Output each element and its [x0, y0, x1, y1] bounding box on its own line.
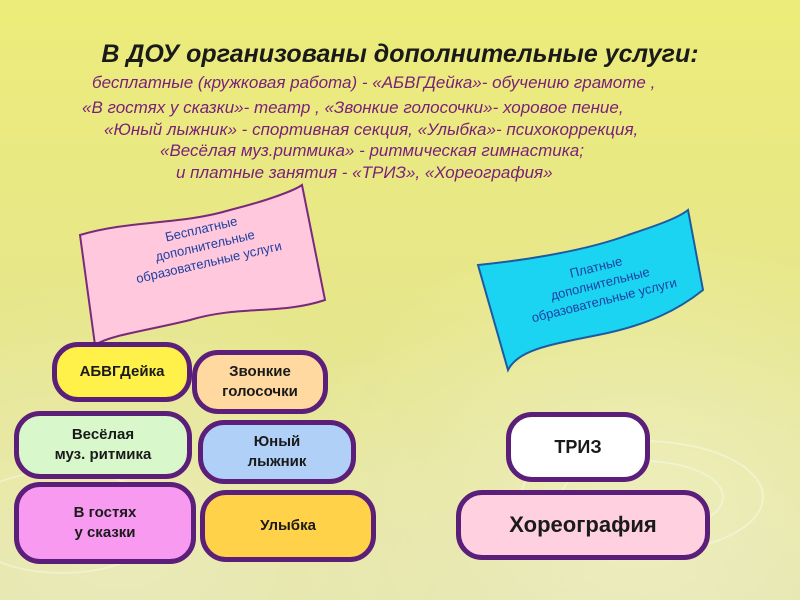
intro-line-5: и платные занятия - «ТРИЗ», «Хореография…	[176, 163, 553, 182]
service-label: В гостях у сказки	[73, 504, 137, 541]
service-ulybka[interactable]: Улыбка	[200, 490, 376, 562]
service-label: Юный лыжник	[247, 433, 307, 470]
service-veselaya-muz-ritmika[interactable]: Весёлая муз. ритмика	[14, 411, 192, 479]
service-label: ТРИЗ	[554, 437, 602, 457]
page-title: В ДОУ организованы дополнительные услуги…	[101, 40, 699, 68]
service-triz[interactable]: ТРИЗ	[506, 412, 650, 482]
service-label: Хореография	[509, 512, 657, 537]
service-abvgdeyka[interactable]: АБВГДейка	[52, 342, 192, 402]
free-services-flag	[78, 183, 327, 347]
intro-line-1: бесплатные (кружковая работа) - «АБВГДей…	[92, 73, 656, 92]
intro-line-3: «Юный лыжник» - спортивная секция, «Улыб…	[104, 120, 639, 139]
paid-services-flag	[476, 208, 705, 373]
service-khoreografiya[interactable]: Хореография	[456, 490, 710, 560]
intro-line-2: «В гостях у сказки»- театр , «Звонкие го…	[82, 98, 624, 117]
service-zvonkie-golosochki[interactable]: Звонкие голосочки	[192, 350, 328, 414]
intro-line-4: «Весёлая муз.ритмика» - ритмическая гимн…	[160, 141, 584, 160]
service-label: Звонкие голосочки	[222, 363, 298, 400]
service-label: АБВГДейка	[79, 363, 165, 380]
service-label: Весёлая муз. ритмика	[54, 426, 152, 463]
service-yuny-lyzhnik[interactable]: Юный лыжник	[198, 420, 356, 484]
service-v-gostyakh-u-skazki[interactable]: В гостях у сказки	[14, 482, 196, 564]
service-label: Улыбка	[260, 517, 316, 534]
